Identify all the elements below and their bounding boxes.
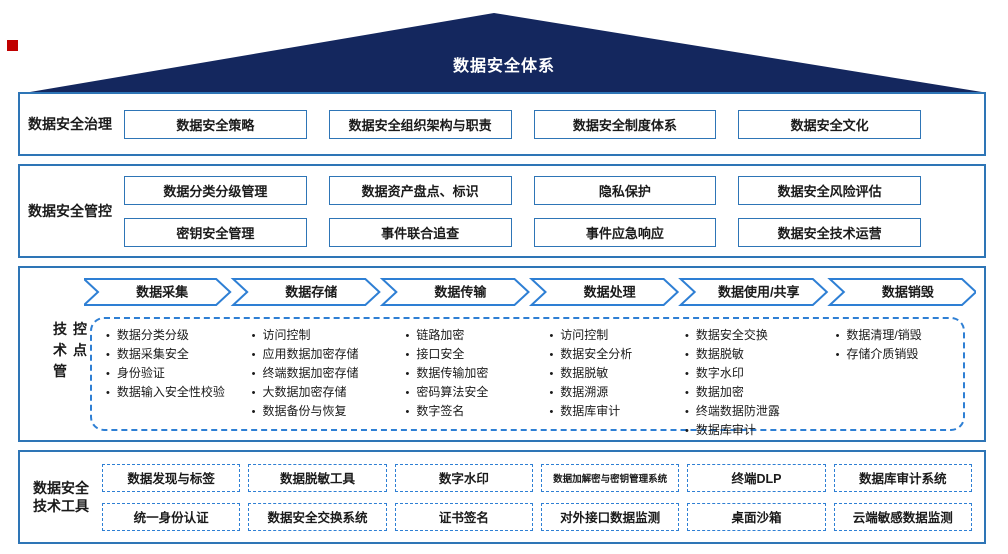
point-item: 数字水印	[685, 364, 828, 383]
chevron-stage-shape	[84, 278, 232, 306]
point-item: 数据脱敏	[549, 364, 677, 383]
control-box: 数据分类分级管理	[124, 175, 307, 205]
point-item: 数据库审计	[549, 402, 677, 421]
tools-label: 数据安全 技术工具	[20, 479, 102, 515]
governance-label: 数据安全治理	[28, 115, 112, 132]
roof-triangle	[30, 13, 982, 92]
tool-box: 统一身份认证	[102, 502, 241, 531]
control-row-1: 数据分类分级管理数据资产盘点、标识隐私保护数据安全风险评估	[120, 175, 984, 205]
point-item: 应用数据加密存储	[252, 345, 398, 364]
tool-box: 数字水印	[394, 463, 533, 492]
point-item: 数据采集安全	[106, 345, 244, 364]
section-governance: 数据安全治理 数据安全策略数据安全组织架构与职责数据安全制度体系数据安全文化	[18, 92, 986, 156]
chevron-stage-label: 数据存储	[285, 285, 337, 300]
points-col-usage: 数据安全交换数据脱敏数字水印数据加密终端数据防泄露数据库审计	[681, 326, 832, 437]
points-col-processing: 访问控制数据安全分析数据脱敏数据溯源数据库审计	[545, 326, 681, 425]
tool-box: 数据发现与标签	[102, 463, 241, 492]
tools-label-line2: 技术工具	[33, 498, 89, 514]
tools-label-line1: 数据安全	[33, 479, 89, 496]
tech-points-panel: 数据分类分级数据采集安全身份验证数据输入安全性校验 访问控制应用数据加密存储终端…	[90, 317, 965, 437]
control-box: 隐私保护	[533, 175, 717, 205]
point-item: 密码算法安全	[406, 383, 542, 402]
roof-shape	[30, 13, 982, 92]
point-item: 数据脱敏	[685, 345, 828, 364]
point-item: 身份验证	[106, 364, 244, 383]
red-square-marker-icon	[7, 40, 18, 51]
tool-box: 终端DLP	[687, 463, 826, 492]
point-item: 终端数据加密存储	[252, 364, 398, 383]
chevron-stage-shape	[230, 278, 381, 306]
point-item: 数据安全分析	[549, 345, 677, 364]
control-box: 密钥安全管理	[124, 217, 307, 247]
point-item: 数据溯源	[549, 383, 677, 402]
chevron-stage-shape	[678, 278, 829, 306]
control-box: 事件应急响应	[533, 217, 717, 247]
chevron-stage-label: 数据使用/共享	[718, 285, 800, 300]
tool-box: 数据加解密与密钥管理系统	[540, 463, 680, 492]
diagram-title: 数据安全体系	[452, 58, 555, 75]
governance-box: 数据安全制度体系	[533, 109, 717, 139]
point-item: 数据输入安全性校验	[106, 383, 244, 402]
lifecycle-chevrons: 数据采集 数据存储 数据传输 数据处理 数据使用/共享 数据销毁	[84, 278, 976, 306]
tool-box: 证书签名	[394, 502, 533, 531]
point-item: 数据分类分级	[106, 326, 244, 345]
point-item: 数据传输加密	[406, 364, 542, 383]
tool-box: 数据脱敏工具	[248, 463, 387, 492]
control-box: 数据安全技术运营	[738, 217, 921, 247]
control-box-rows: 数据分类分级管理数据资产盘点、标识隐私保护数据安全风险评估 密钥安全管理事件联合…	[120, 175, 984, 247]
tool-box: 对外接口数据监测	[540, 502, 680, 531]
governance-box: 数据安全策略	[124, 109, 307, 139]
point-item: 数据安全交换	[685, 326, 828, 345]
tool-box: 数据安全交换系统	[248, 502, 387, 531]
tech-points-label: 技术管控点	[52, 321, 88, 385]
point-item: 数据备份与恢复	[252, 402, 398, 421]
section-tech-points: 技术管控点 数据采集 数据存储 数据传输 数据处理 数据使用/共享 数据销毁 数据分类分级…	[18, 266, 986, 442]
chevron-stage-shape	[379, 278, 530, 306]
point-item: 数字签名	[406, 402, 542, 421]
point-item: 数据库审计	[685, 421, 828, 440]
control-box: 事件联合追查	[328, 217, 512, 247]
section-control: 数据安全管控 数据分类分级管理数据资产盘点、标识隐私保护数据安全风险评估 密钥安…	[18, 164, 986, 258]
point-item: 终端数据防泄露	[685, 402, 828, 421]
control-box: 数据安全风险评估	[738, 175, 921, 205]
point-item: 访问控制	[549, 326, 677, 345]
control-row-2: 密钥安全管理事件联合追查事件应急响应数据安全技术运营	[120, 217, 984, 247]
governance-box: 数据安全文化	[738, 109, 921, 139]
chevron-stage-label: 数据销毁	[882, 285, 935, 300]
chevron-stage-label: 数据传输	[434, 285, 487, 300]
chevron-stage-shape	[528, 278, 680, 306]
point-item: 链路加密	[406, 326, 542, 345]
tool-box: 数据库审计系统	[833, 463, 972, 492]
point-item: 数据清理/销毁	[836, 326, 953, 345]
chevron-stage-shape	[827, 278, 976, 306]
points-col-destruction: 数据清理/销毁存储介质销毁	[832, 326, 957, 425]
chevron-stage-label: 数据采集	[136, 285, 189, 300]
point-item: 存储介质销毁	[836, 345, 953, 364]
governance-boxes: 数据安全策略数据安全组织架构与职责数据安全制度体系数据安全文化	[120, 109, 984, 139]
tool-box: 桌面沙箱	[687, 502, 826, 531]
points-col-storage: 访问控制应用数据加密存储终端数据加密存储大数据加密存储数据备份与恢复	[248, 326, 402, 425]
governance-box: 数据安全组织架构与职责	[328, 109, 512, 139]
tools-row-2: 统一身份认证数据安全交换系统证书签名对外接口数据监测桌面沙箱云端敏感数据监测	[102, 502, 972, 531]
point-item: 接口安全	[406, 345, 542, 364]
point-item: 大数据加密存储	[252, 383, 398, 402]
control-label: 数据安全管控	[28, 202, 112, 219]
control-box: 数据资产盘点、标识	[328, 175, 512, 205]
point-item: 访问控制	[252, 326, 398, 345]
points-col-transfer: 链路加密接口安全数据传输加密密码算法安全数字签名	[402, 326, 546, 425]
tool-box: 云端敏感数据监测	[833, 502, 972, 531]
points-col-collection: 数据分类分级数据采集安全身份验证数据输入安全性校验	[102, 326, 248, 425]
section-tools: 数据安全 技术工具 数据发现与标签数据脱敏工具数字水印数据加解密与密钥管理系统终…	[18, 450, 986, 544]
point-item: 数据加密	[685, 383, 828, 402]
chevron-stage-label: 数据处理	[584, 285, 636, 300]
